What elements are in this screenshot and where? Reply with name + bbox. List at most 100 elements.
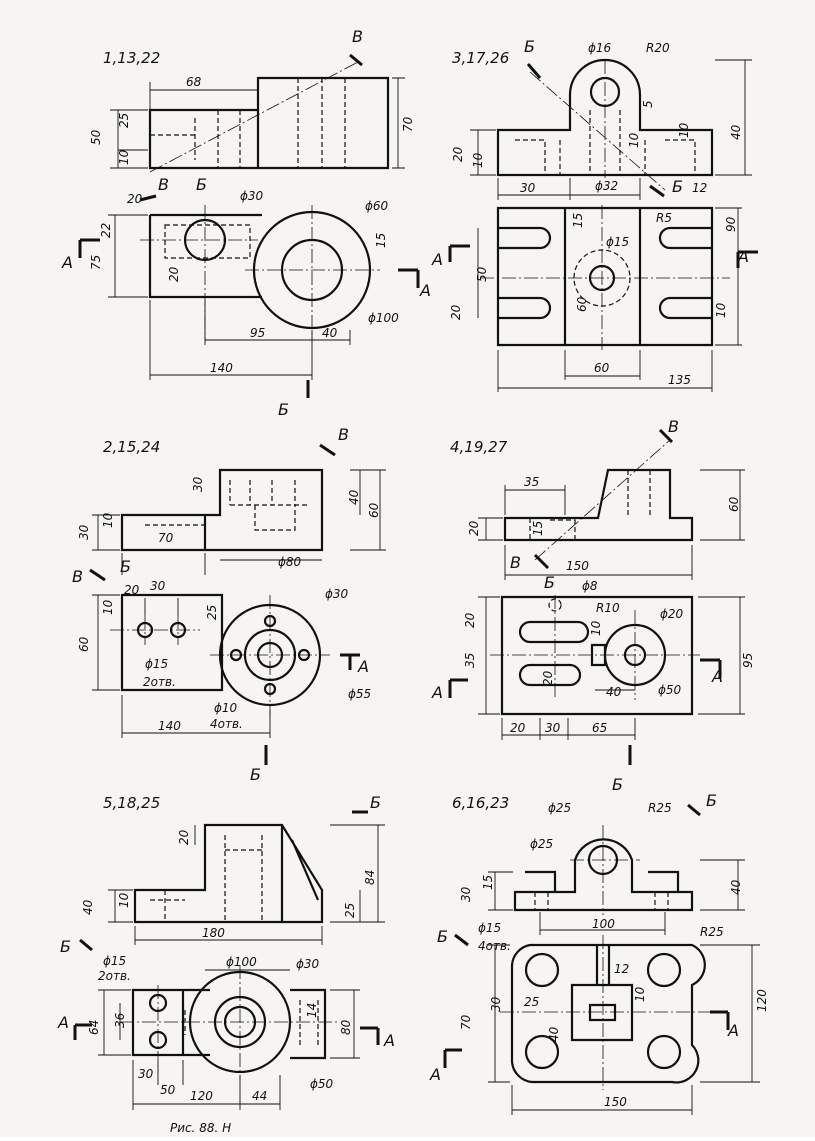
- panel-6-dim: 30: [489, 996, 503, 1012]
- panel-5-dim: 25: [343, 903, 357, 918]
- panel-3-dim: 10: [101, 599, 115, 615]
- panel-3-dim: 30: [77, 524, 91, 540]
- panel-2-hidden-lines: [515, 110, 696, 175]
- panel-1-dim: 70: [401, 116, 415, 132]
- panel-4-dim: 10: [589, 620, 603, 636]
- panel-4-dim: 20: [510, 721, 526, 735]
- panel-5-variants: 5,18,25: [103, 794, 160, 812]
- panel-1-dim-lines: [110, 77, 405, 169]
- panel-2-dim: 10: [471, 152, 485, 168]
- panel-6-label-a2: А: [727, 1021, 739, 1040]
- panel-5-dim: 20: [177, 829, 191, 845]
- panel-1-hidden-lines: [150, 78, 346, 168]
- panel-4-dim: 35: [524, 475, 539, 489]
- panel-5-front-view: [133, 823, 324, 924]
- panel-6-dim: R25: [648, 801, 672, 815]
- panel-4-cut-marks: [533, 428, 674, 570]
- panel-6-centerlines: [570, 825, 640, 915]
- panel-6-hidden-lines: [534, 892, 669, 910]
- panel-3-dim: ϕ80: [278, 555, 302, 569]
- panel-4-dim: ϕ20: [660, 607, 684, 621]
- panel-6-bolt-hole: [524, 952, 560, 988]
- panel-2-dim: ϕ15: [606, 235, 629, 249]
- panel-1-variants: 1,13,22: [103, 49, 160, 67]
- panel-3-dim: 60: [77, 636, 91, 652]
- panel-5-dim: 30: [138, 1067, 154, 1081]
- panel-5-dim: ϕ100: [226, 955, 257, 969]
- panel-6-dim: 10: [633, 986, 647, 1002]
- panel-6-dim: 15: [481, 875, 495, 890]
- panel-4-dim: R10: [596, 601, 620, 615]
- panel-2-dim: 30: [520, 181, 536, 195]
- panel-5-dim: ϕ30: [296, 957, 320, 971]
- panel-5-hidden-lines: [150, 835, 263, 922]
- panel-1-dim: 140: [210, 361, 233, 375]
- panel-2-dim: 60: [575, 296, 589, 312]
- panel-1-label-a2: А: [419, 281, 431, 300]
- panel-6-dim-lines-top: [488, 944, 760, 1115]
- panel-2-top-view: [496, 206, 714, 347]
- panel-6-centerlines-top: [500, 935, 710, 1090]
- panel-3-label-b2: Б: [250, 765, 261, 784]
- panel-3-label-v1: В: [338, 425, 349, 444]
- panel-3-front-view: [120, 468, 324, 552]
- panel-6-dim: ϕ25: [548, 801, 571, 815]
- panel-5-dim: 40: [81, 899, 95, 915]
- panel-4-dim: 150: [566, 559, 589, 573]
- panel-5-dim: ϕ50: [310, 1077, 334, 1091]
- panel-1-cut-marks: [139, 53, 363, 202]
- panel-2-label-a2: А: [737, 247, 749, 266]
- panel-5: 5,18,25 Б Б А А 20 84 40 10 25 180 ϕ100 …: [57, 793, 395, 1110]
- panel-1-front-view: [148, 76, 390, 170]
- panel-4-label-v2: В: [510, 553, 521, 572]
- panel-4-dim: 20: [541, 670, 555, 686]
- panel-1-dim: 95: [250, 326, 265, 340]
- panel-3-dim: 2отв.: [143, 675, 176, 689]
- panel-5-dim: ϕ15: [103, 954, 126, 968]
- panel-6-dim: 150: [604, 1095, 627, 1109]
- panel-1-label-v2: В: [158, 175, 169, 194]
- panel-3-dim: 20: [124, 583, 140, 597]
- panel-4-dim: ϕ8: [582, 579, 598, 593]
- panel-3-section-marks: [264, 653, 360, 765]
- panel-4-dim: 60: [727, 496, 741, 512]
- panel-4-label-b2: Б: [612, 775, 623, 794]
- panel-3-dim-lines-top: [92, 594, 271, 738]
- panel-6-dim: 25: [524, 995, 539, 1009]
- panel-6-bolt-hole: [646, 952, 682, 988]
- panel-2-cut-marks: [526, 63, 665, 198]
- panel-1-dim: 68: [186, 75, 202, 89]
- panel-6-front-view: [513, 838, 694, 912]
- panel-5-dim: 84: [363, 870, 377, 885]
- panel-3-dim: ϕ10: [214, 701, 238, 715]
- panel-2-dim: R20: [646, 41, 670, 55]
- panel-6-bolt-hole: [646, 1034, 682, 1070]
- panel-3-top-plate: [120, 593, 224, 692]
- panel-3-label-a: А: [357, 657, 369, 676]
- panel-6-dim: 40: [547, 1026, 561, 1042]
- panel-6-bosses: [525, 870, 680, 892]
- panel-4-dim: ϕ50: [658, 683, 682, 697]
- panel-6-variants: 6,16,23: [452, 794, 509, 812]
- panel-2-dim: 60: [594, 361, 610, 375]
- panel-5-cut-marks: [79, 810, 368, 952]
- panel-1-label-a1: А: [61, 253, 73, 272]
- panel-2-label-a1: А: [431, 250, 443, 269]
- panel-3-label-v2: В: [72, 567, 83, 586]
- panel-4-tab: [590, 643, 607, 667]
- panel-2-label-b1: Б: [524, 37, 535, 56]
- panel-1-dim: 20: [127, 192, 143, 206]
- panel-6-center-block: [570, 983, 634, 1042]
- panel-6-dim: 100: [592, 917, 615, 931]
- panel-6: 6,16,23 Б Б А А ϕ25 R25 ϕ25 30 15 40 100…: [429, 791, 769, 1115]
- panel-2-dim: ϕ32: [595, 179, 618, 193]
- panel-1-dim: ϕ100: [368, 311, 399, 325]
- panel-4-centerlines: [490, 595, 700, 700]
- panel-3-dim: 140: [158, 719, 181, 733]
- panel-4-front-view: [503, 468, 694, 542]
- panel-1-slot: [164, 224, 251, 259]
- panel-5-label-a1: А: [57, 1013, 69, 1032]
- panel-5-label-b1: Б: [370, 793, 381, 812]
- panel-6-dim: 4отв.: [478, 939, 511, 953]
